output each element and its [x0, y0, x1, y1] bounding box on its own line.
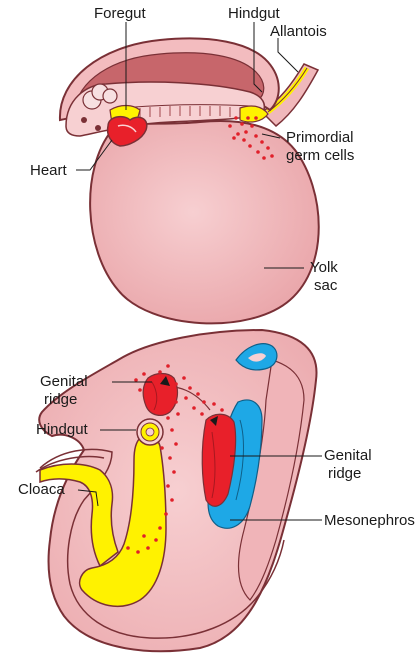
upper-embryo	[58, 37, 320, 325]
cloaca-branch	[39, 463, 119, 568]
label-genital-right-line2: ridge	[328, 465, 361, 482]
label-hindgut-top: Hindgut	[228, 5, 281, 22]
label-cloaca: Cloaca	[18, 481, 65, 498]
label-mesonephros: Mesonephros	[324, 512, 415, 529]
label-hindgut-bottom: Hindgut	[36, 421, 89, 438]
label-genital-left-line1: Genital	[40, 373, 88, 390]
heart	[106, 115, 148, 147]
eye	[81, 117, 87, 123]
label-heart: Heart	[30, 162, 68, 179]
label-genital-right-line1: Genital	[324, 447, 372, 464]
hindgut-ring	[136, 418, 164, 446]
hindgut-cloaca-yellow	[78, 435, 167, 608]
germ-cells-upper	[228, 116, 274, 160]
label-yolk-line1: Yolk	[310, 259, 338, 276]
label-foregut: Foregut	[94, 5, 147, 22]
genital-ridge-left	[142, 372, 179, 416]
brain-vesicles	[82, 83, 118, 110]
lower-body-inner	[39, 448, 285, 639]
label-yolk-line2: sac	[314, 277, 338, 294]
genital-ridge-right	[201, 413, 237, 507]
yolk-sac	[89, 119, 320, 325]
lower-embryo	[35, 328, 318, 653]
label-genital-left-line2: ridge	[44, 391, 77, 408]
migration-arrows	[160, 376, 218, 426]
germ-cells-lower	[126, 364, 224, 554]
leader-lines	[76, 22, 322, 521]
label-primordial-line1: Primordial	[286, 129, 354, 146]
label-allantois: Allantois	[270, 23, 327, 40]
neural-tube	[235, 343, 278, 371]
label-primordial-line2: germ cells	[286, 147, 354, 164]
